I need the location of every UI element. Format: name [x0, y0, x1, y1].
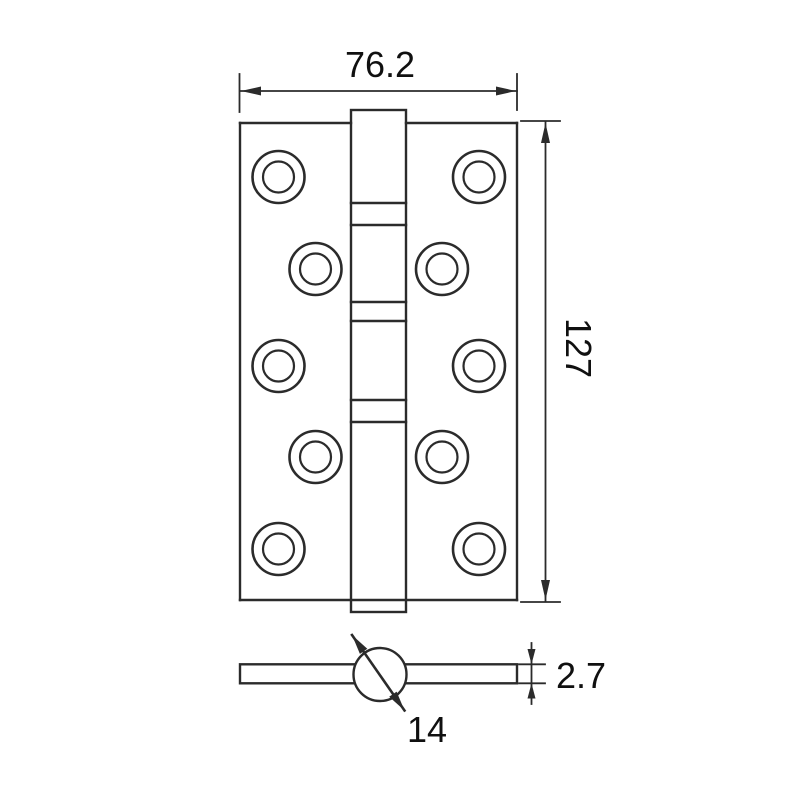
screw-hole-outer [288, 429, 343, 485]
thickness-dimension-label: 2.7 [556, 655, 606, 696]
screw-hole-outer [288, 241, 343, 297]
screw-hole-outer [451, 521, 507, 577]
screw-hole-inner [462, 160, 496, 194]
screw-hole-inner [261, 160, 296, 194]
height-dimension-label: 127 [558, 318, 599, 378]
screw-hole-outer [451, 338, 507, 394]
screw-hole-outer [251, 521, 306, 577]
width-dimension [238, 73, 518, 113]
dimension-labels: 76.2 127 2.7 14 [345, 44, 606, 750]
arrowhead-upleft-icon [352, 635, 368, 654]
arrowhead-up-icon [527, 683, 536, 699]
arrowhead-right-icon [496, 86, 516, 96]
arrowhead-down-icon [541, 580, 550, 600]
screw-hole-inner [298, 252, 333, 286]
arrowhead-down-icon [527, 649, 536, 665]
screw-hole-inner [462, 532, 496, 566]
side-profile-view [238, 633, 519, 713]
screw-hole-inner [261, 532, 296, 566]
hinge-barrel [349, 108, 408, 614]
arrowhead-downright-icon [389, 691, 405, 711]
screw-hole-inner [462, 349, 496, 383]
hinge-plate-outline [238, 121, 519, 602]
barrel-diameter-label: 14 [407, 709, 447, 750]
screw-hole-inner [425, 252, 459, 286]
screw-hole-outer [451, 149, 507, 205]
height-dimension [520, 120, 561, 603]
barrel-knuckle-seams [349, 201, 408, 424]
arrowhead-left-icon [241, 86, 261, 96]
screw-hole-inner [298, 440, 333, 474]
screw-hole-inner [425, 440, 459, 474]
screw-hole-outer [414, 241, 470, 297]
arrowhead-up-icon [541, 123, 550, 143]
screw-hole-outer [251, 149, 306, 205]
width-dimension-label: 76.2 [345, 44, 415, 85]
screw-hole-inner [261, 349, 296, 383]
screw-holes [251, 149, 507, 577]
screw-hole-outer [251, 338, 306, 394]
screw-hole-outer [414, 429, 470, 485]
dimension-arrowheads [241, 86, 550, 711]
front-view [238, 108, 519, 614]
